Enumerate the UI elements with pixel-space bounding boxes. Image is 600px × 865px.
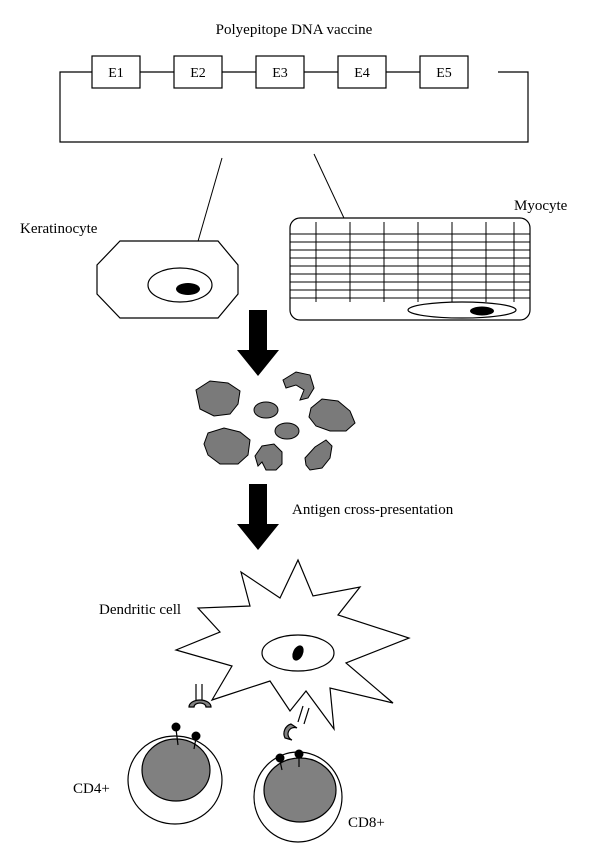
epitope-e4: E4	[337, 55, 387, 89]
epitope-label: E4	[354, 66, 370, 81]
cd8-label: CD8+	[348, 815, 385, 831]
myocyte-label: Myocyte	[514, 198, 568, 214]
cd8-nucleus	[263, 757, 337, 823]
antigen-fragment	[304, 439, 333, 471]
antigen-fragment	[274, 422, 300, 440]
dendritic-nucleus	[292, 645, 304, 661]
myocyte-nucleus	[470, 306, 494, 316]
down-arrow-1	[237, 310, 279, 376]
diagram-title: Polyepitope DNA vaccine	[216, 22, 373, 38]
receptor-dot	[171, 722, 181, 732]
epitope-e1: E1	[91, 55, 141, 89]
antigen-fragments	[195, 371, 356, 471]
mhc-tcr-contact-cd4	[188, 684, 212, 708]
cd8-t-cell	[253, 749, 343, 843]
receptor-dot	[191, 731, 201, 741]
cd4-t-cell	[127, 722, 223, 825]
mhc-tcr-contact-cd8	[283, 705, 310, 741]
antigen-fragment	[254, 443, 283, 471]
antigen-fragment	[308, 398, 356, 432]
epitope-label: E3	[272, 66, 288, 81]
keratinocyte-label: Keratinocyte	[20, 221, 98, 237]
myocyte-cell	[289, 217, 531, 321]
antigen-fragment	[282, 371, 315, 401]
dendritic-cell	[174, 558, 411, 732]
keratinocyte-nucleus	[176, 283, 200, 295]
plasmid	[59, 71, 529, 143]
down-arrow-2	[237, 484, 279, 550]
epitope-e2: E2	[173, 55, 223, 89]
receptor-dot	[275, 753, 285, 763]
antigen-fragment	[253, 401, 279, 419]
epitope-e3: E3	[255, 55, 305, 89]
antigen-fragment	[203, 427, 251, 465]
keratinocyte-cell	[96, 240, 239, 319]
epitope-label: E5	[436, 66, 452, 81]
myocyte-nucleus-ring	[407, 301, 517, 319]
epitope-label: E2	[190, 66, 206, 81]
epitope-e5: E5	[419, 55, 469, 89]
dendritic-cell-label: Dendritic cell	[99, 602, 181, 618]
process-label: Antigen cross-presentation	[292, 502, 454, 518]
cd4-nucleus	[141, 738, 211, 802]
antigen-fragment	[195, 380, 241, 417]
epitope-label: E1	[108, 66, 124, 81]
cd4-label: CD4+	[73, 781, 110, 797]
receptor-dot	[294, 749, 304, 759]
